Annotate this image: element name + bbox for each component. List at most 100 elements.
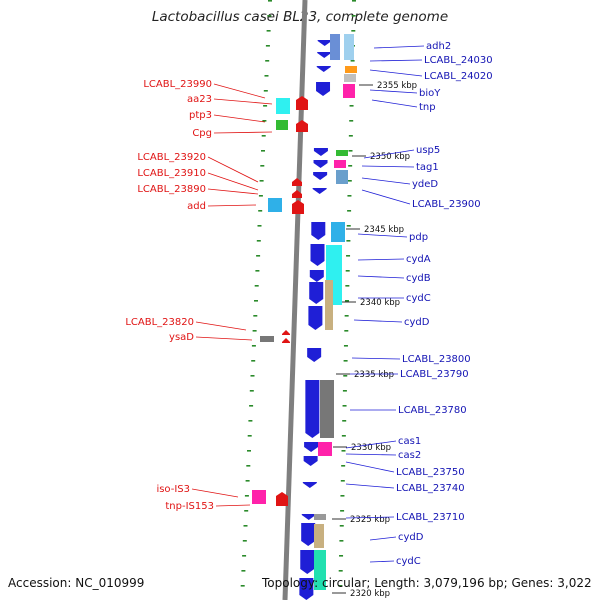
left-gene-label: LCABL_23820 — [125, 317, 194, 328]
guide-dash — [346, 240, 351, 242]
guide-dash — [254, 300, 258, 302]
guide-dash — [246, 465, 251, 467]
guide-dash — [343, 360, 348, 362]
gene-box — [336, 170, 348, 184]
guide-dash — [343, 345, 348, 347]
forward-gene-arrow — [313, 148, 328, 156]
guide-dash — [261, 150, 265, 152]
right-label-leader — [345, 483, 395, 489]
guide-dash — [338, 585, 343, 587]
kbp-tick-label: 2320 kbp — [350, 589, 390, 599]
guide-dash — [347, 180, 352, 182]
right-gene-label: cydB — [406, 273, 431, 284]
forward-gene-arrow — [317, 52, 332, 58]
right-gene-label: tag1 — [416, 162, 439, 173]
right-gene-label: LCABL_23750 — [396, 467, 465, 478]
right-gene-label: cas1 — [398, 436, 421, 447]
left-gene-label: LCABL_23990 — [143, 79, 212, 90]
reverse-gene-arrow — [282, 338, 290, 343]
forward-gene-arrow — [311, 222, 326, 240]
right-gene-label: bioY — [419, 88, 441, 99]
guide-dash — [261, 135, 266, 137]
guide-dash — [263, 105, 268, 107]
kbp-tick-label: 2330 kbp — [351, 443, 391, 453]
gene-box — [318, 442, 332, 456]
right-label-leader — [369, 560, 395, 563]
right-label-leader — [345, 440, 397, 449]
guide-dash — [339, 555, 344, 557]
guide-dash — [257, 225, 262, 227]
gene-box — [314, 514, 326, 520]
guide-dash — [249, 390, 254, 392]
guide-dash — [267, 15, 272, 17]
guide-dash — [266, 30, 271, 32]
guide-dash — [243, 525, 248, 527]
guide-dash — [245, 480, 250, 482]
guide-dash — [338, 570, 343, 572]
left-gene-label: iso-IS3 — [156, 484, 190, 495]
left-label-leader — [207, 172, 259, 191]
guide-dash — [258, 195, 263, 197]
reverse-gene-arrow — [282, 330, 290, 335]
forward-gene-arrow — [312, 188, 327, 194]
guide-dash — [346, 255, 351, 257]
guide-dash — [349, 105, 354, 107]
guide-dash — [247, 435, 252, 437]
left-gene-label: LCABL_23910 — [137, 168, 206, 179]
left-gene-label: tnp-IS153 — [165, 501, 214, 512]
forward-gene-arrow — [313, 160, 328, 168]
accession-text: Accession: NC_010999 — [8, 576, 145, 590]
guide-dash — [256, 240, 261, 242]
forward-gene-arrow — [313, 172, 328, 180]
right-gene-label: ydeD — [412, 179, 438, 190]
guide-dash — [343, 375, 348, 377]
forward-gene-arrow — [302, 482, 317, 488]
guide-dash — [242, 540, 247, 542]
guide-dash — [346, 225, 351, 227]
right-label-leader — [357, 275, 405, 279]
forward-gene-arrow — [303, 456, 318, 466]
left-label-leader — [213, 83, 266, 99]
guide-dash — [340, 480, 345, 482]
left-gene-label: add — [187, 201, 206, 212]
left-label-leader — [207, 188, 259, 195]
forward-gene-arrow — [309, 282, 324, 304]
right-gene-label: LCABL_24020 — [424, 71, 493, 82]
right-label-leader — [357, 258, 405, 261]
right-gene-label: adh2 — [426, 41, 451, 52]
guide-dash — [265, 45, 270, 47]
genome-backbone — [282, 0, 308, 600]
guide-dash — [341, 465, 346, 467]
guide-dash — [241, 570, 246, 572]
right-gene-label: LCABL_23900 — [412, 199, 481, 210]
gene-box — [343, 84, 355, 98]
reverse-gene-arrow — [296, 120, 308, 132]
guide-dash — [255, 270, 260, 272]
right-gene-label: LCABL_23740 — [396, 483, 465, 494]
right-label-leader — [357, 233, 408, 238]
kbp-tick-label: 2335 kbp — [354, 370, 394, 380]
gene-box — [276, 120, 288, 130]
left-label-leader — [207, 156, 259, 183]
guide-dash — [250, 375, 255, 377]
reverse-gene-arrow — [276, 492, 288, 506]
forward-gene-arrow — [304, 442, 319, 452]
forward-gene-arrow — [310, 244, 325, 266]
gene-box — [314, 524, 324, 548]
reverse-gene-arrow — [292, 200, 304, 214]
right-label-leader — [345, 453, 397, 456]
guide-dash — [251, 345, 256, 347]
guide-dash — [351, 15, 356, 17]
forward-gene-arrow — [317, 40, 332, 46]
gene-box — [334, 160, 346, 168]
gene-box — [344, 74, 356, 82]
left-gene-label: ptp3 — [189, 110, 212, 121]
right-label-leader — [361, 189, 411, 205]
left-label-leader — [191, 488, 239, 498]
right-label-leader — [369, 536, 397, 541]
topology-text: Topology: circular; Length: 3,079,196 bp… — [262, 576, 592, 590]
gene-box — [314, 550, 326, 590]
left-gene-label: ysaD — [169, 332, 194, 343]
left-label-leader — [213, 98, 273, 105]
